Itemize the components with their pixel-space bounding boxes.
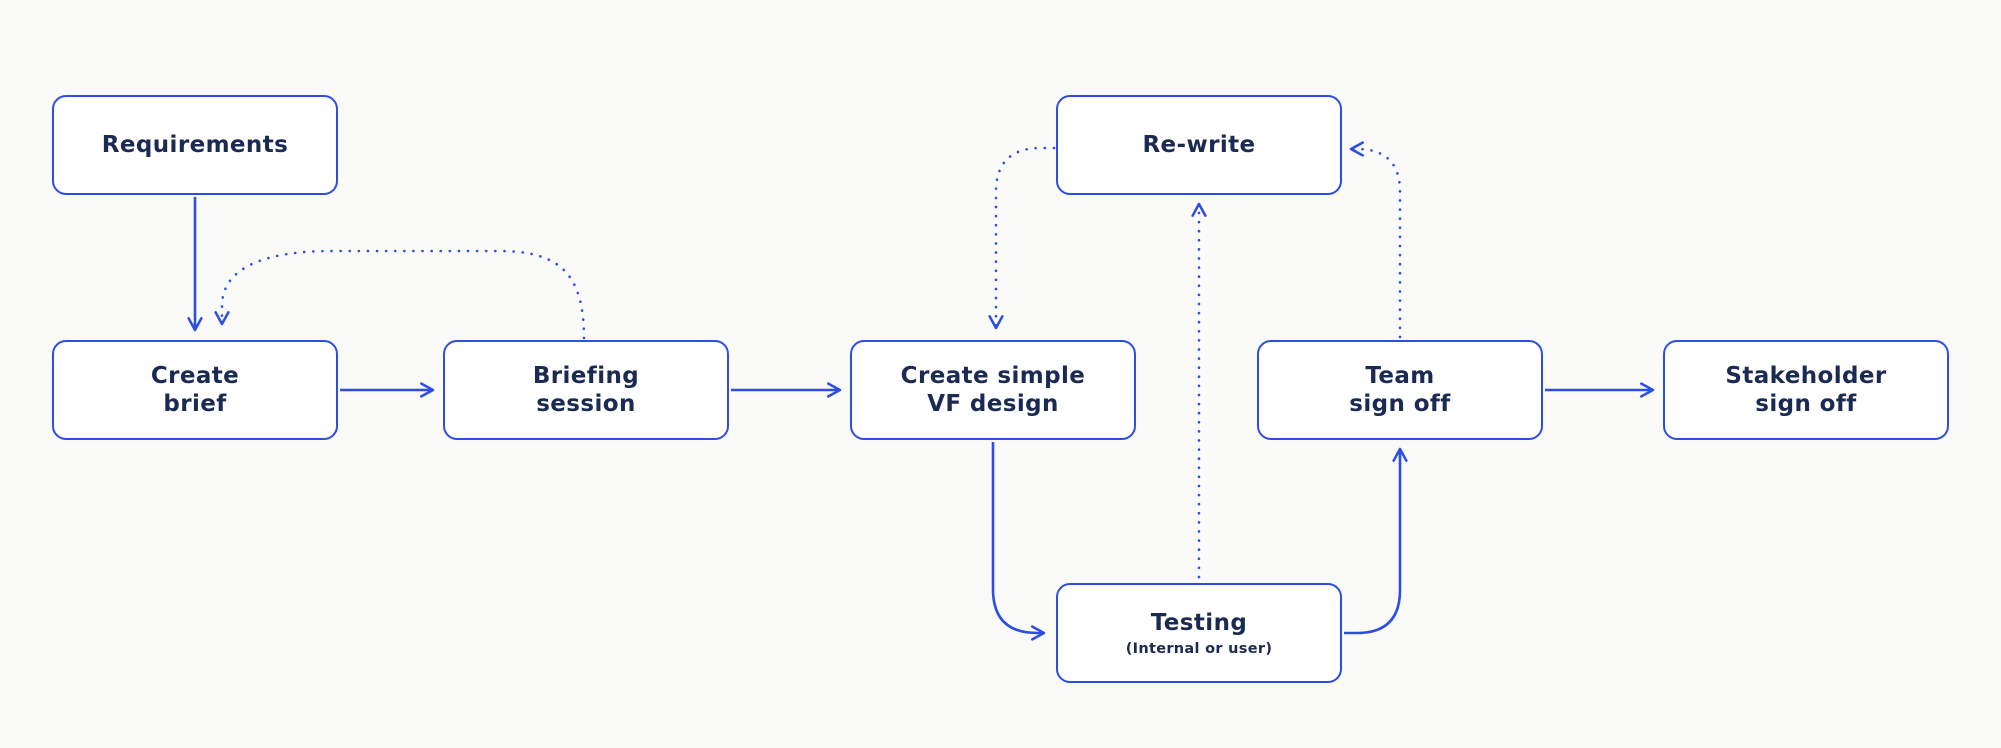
node-re-write-label: Re-write — [1142, 131, 1256, 158]
edge-team-sign-off-to-re-write — [1349, 141, 1402, 339]
node-testing-label: Testing — [1150, 610, 1248, 637]
edge-testing-to-team-sign-off — [1344, 447, 1408, 635]
node-create-brief: Create brief — [52, 340, 338, 440]
node-create-simple-vf-design-label: Create simple VF design — [900, 362, 1086, 417]
edge-briefing-session-to-create-brief-feedback — [214, 249, 586, 340]
node-stakeholder-sign-off-label: Stakeholder sign off — [1725, 362, 1887, 417]
edge-create-simple-vf-design-to-testing — [991, 442, 1046, 641]
node-create-simple-vf-design: Create simple VF design — [850, 340, 1136, 440]
node-team-sign-off: Team sign off — [1257, 340, 1543, 440]
edge-re-write-to-create-simple-vf-design — [988, 146, 1056, 330]
node-briefing-session: Briefing session — [443, 340, 729, 440]
node-create-brief-label: Create brief — [150, 362, 240, 417]
node-re-write: Re-write — [1056, 95, 1342, 195]
node-requirements: Requirements — [52, 95, 338, 195]
node-requirements-label: Requirements — [101, 131, 289, 158]
node-team-sign-off-label: Team sign off — [1349, 362, 1451, 417]
node-testing: Testing (Internal or user) — [1056, 583, 1342, 683]
node-stakeholder-sign-off: Stakeholder sign off — [1663, 340, 1949, 440]
node-briefing-session-label: Briefing session — [532, 362, 640, 417]
node-testing-sublabel: (Internal or user) — [1125, 640, 1273, 657]
